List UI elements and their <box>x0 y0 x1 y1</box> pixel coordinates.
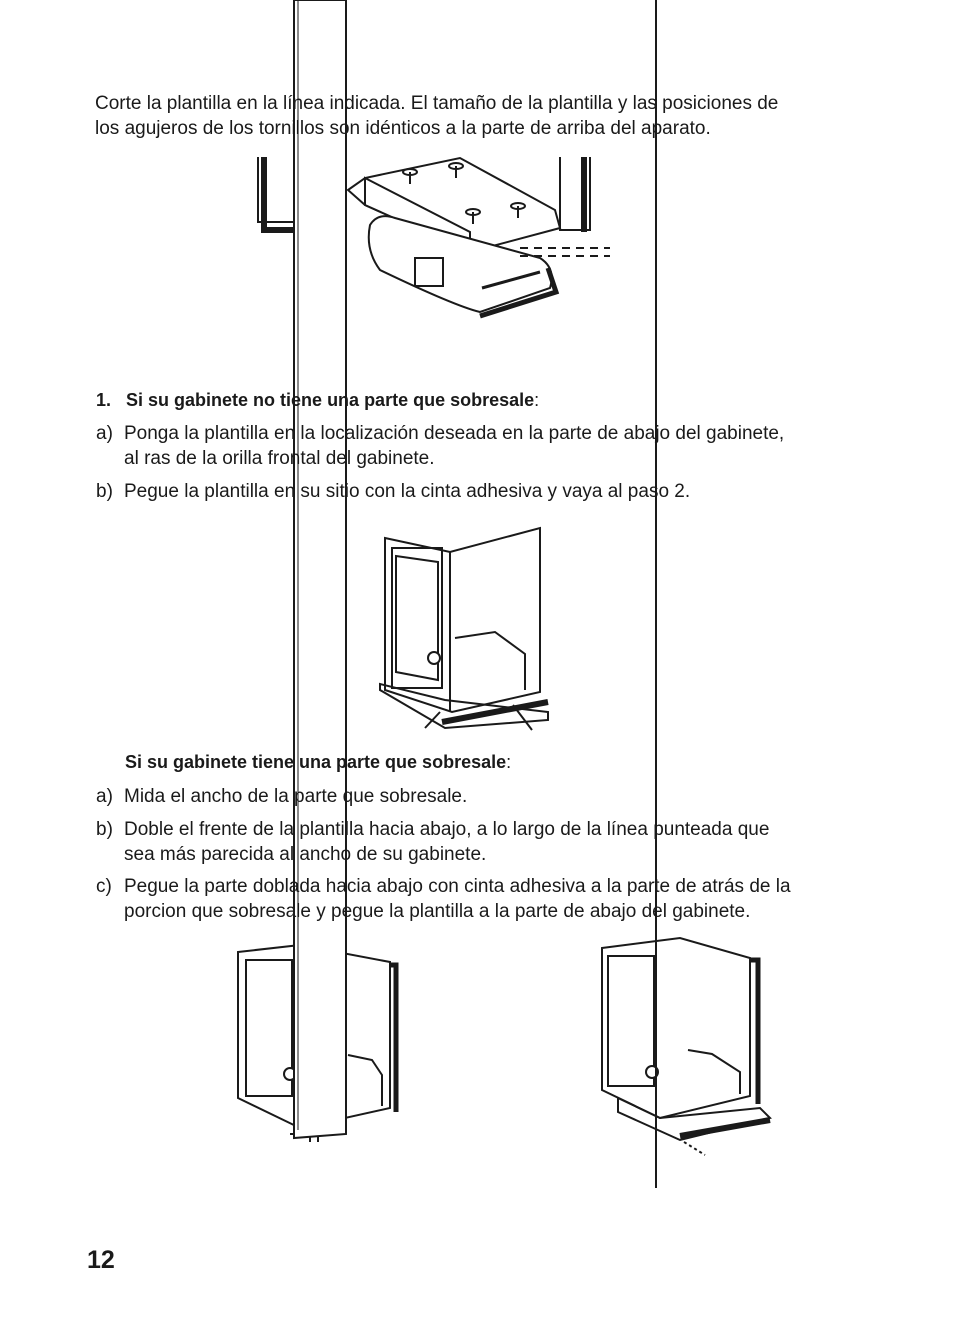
cabinet-overhang-placed-illustration <box>601 936 772 1156</box>
step1-b-line-1: Pegue la plantilla en su sitio con la ci… <box>124 481 691 502</box>
step2-c-line-1: Pegue la parte doblada hacia abajo con c… <box>124 876 791 897</box>
step2-a-label: a) <box>96 786 113 807</box>
cabinet-no-overhang-illustration <box>379 526 549 731</box>
radio-mount-illustration <box>257 156 610 319</box>
step2-c-label: c) <box>96 876 112 897</box>
step1-a-label: a) <box>96 423 113 444</box>
step1-number: 1. <box>96 390 112 410</box>
step2-heading-colon: : <box>506 752 512 772</box>
step2-b-label: b) <box>96 819 113 840</box>
template-sheet-overlay <box>293 0 657 1188</box>
intro-line-1: Corte la plantilla en la línea indicada.… <box>95 93 779 114</box>
step2-c-line-2: porcion que sobresale y pegue la plantil… <box>124 901 751 922</box>
page-number: 12 <box>87 1246 115 1274</box>
intro-line-2: los agujeros de los tornillos son idénti… <box>95 118 711 139</box>
step1-heading-colon: : <box>534 390 540 410</box>
step1-heading-text: Si su gabinete no tiene una parte que so… <box>126 390 535 410</box>
step1-b-label: b) <box>96 481 113 502</box>
step1-a-line-2: al ras de la orilla frontal del gabinete… <box>124 448 435 469</box>
step2-heading-text: Si su gabinete tiene una parte que sobre… <box>125 752 507 772</box>
step2-a-line-1: Mida el ancho de la parte que sobresale. <box>124 786 468 807</box>
step2-heading: Si su gabinete tiene una parte que sobre… <box>125 750 511 775</box>
step2-b-line-2: sea más parecida al ancho de su gabinete… <box>124 844 487 865</box>
step1-a-line-1: Ponga la plantilla en la localización de… <box>124 423 785 444</box>
step1-heading: 1. Si su gabinete no tiene una parte que… <box>96 388 539 413</box>
step2-b-line-1: Doble el frente de la plantilla hacia ab… <box>124 819 770 840</box>
